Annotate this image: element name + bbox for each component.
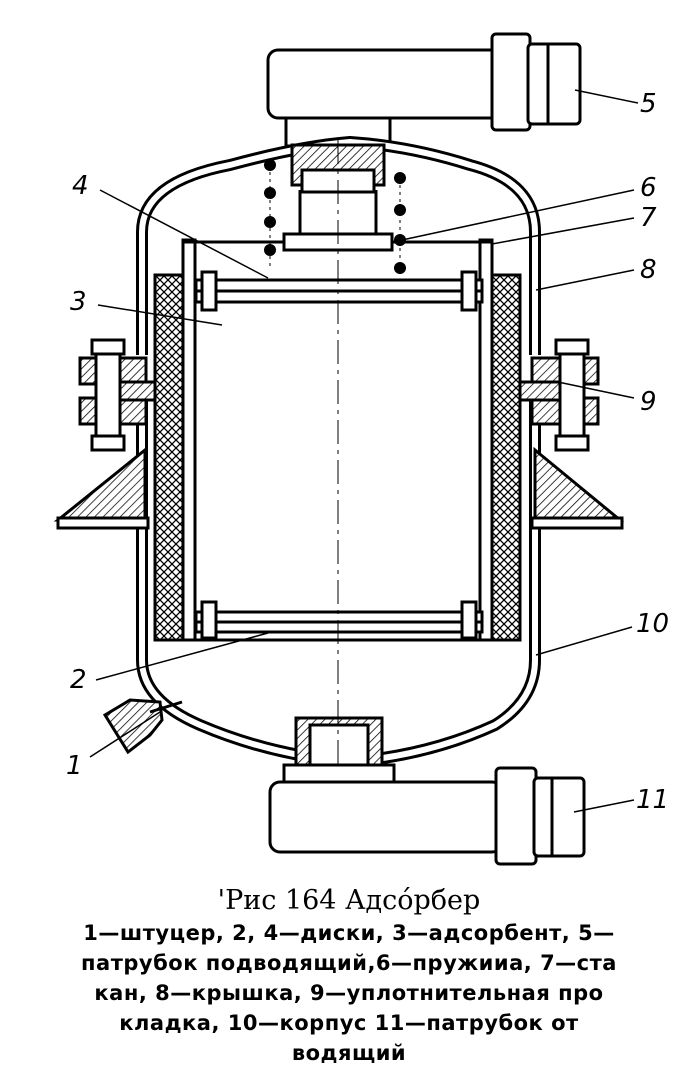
callout-10: 10 [636, 609, 669, 639]
legend-line-4: кладка, 10—корпус 11—патрубок от [119, 1011, 579, 1035]
legend-line-2: патрубок подводящий,6—пружииа, 7—ста [81, 951, 617, 975]
figure-caption: 'Рис 164 Адсо́рбер 1—штуцер, 2, 4—диски,… [0, 884, 698, 1068]
support-brackets [53, 446, 625, 530]
fitting [102, 698, 183, 755]
callout-1: 1 [66, 751, 83, 781]
flange-left [78, 338, 192, 452]
leader-lines [89, 89, 639, 813]
callout-2: 2 [70, 665, 87, 695]
callout-6: 6 [640, 173, 657, 203]
disk-lower [155, 600, 520, 642]
callout-11: 11 [636, 785, 669, 815]
callout-9: 9 [640, 387, 657, 417]
disk-upper [194, 270, 484, 312]
callout-5: 5 [640, 89, 657, 119]
callouts: 1 2 3 4 5 6 7 8 9 10 11 [66, 89, 669, 815]
callout-8: 8 [640, 255, 657, 285]
spring [264, 143, 406, 274]
adsorbent-cartridge [153, 238, 522, 642]
legend-line-3: кан, 8—крышка, 9—уплотнительная про [94, 981, 604, 1005]
callout-7: 7 [640, 203, 657, 233]
legend-line-1: 1—штуцер, 2, 4—диски, 3—адсорбент, 5— [83, 921, 615, 945]
callout-4: 4 [72, 171, 89, 201]
figure-legend: 1—штуцер, 2, 4—диски, 3—адсорбент, 5— па… [0, 918, 698, 1068]
legend-line-5: водящий [291, 1041, 407, 1065]
outlet-pipe [268, 716, 586, 866]
figure-title: 'Рис 164 Адсо́рбер [217, 885, 481, 916]
inlet-pipe [266, 32, 582, 148]
lid [136, 135, 541, 355]
callout-3: 3 [70, 287, 87, 317]
adsorber-drawing: 1 2 3 4 5 6 7 8 9 10 11 [53, 32, 669, 866]
